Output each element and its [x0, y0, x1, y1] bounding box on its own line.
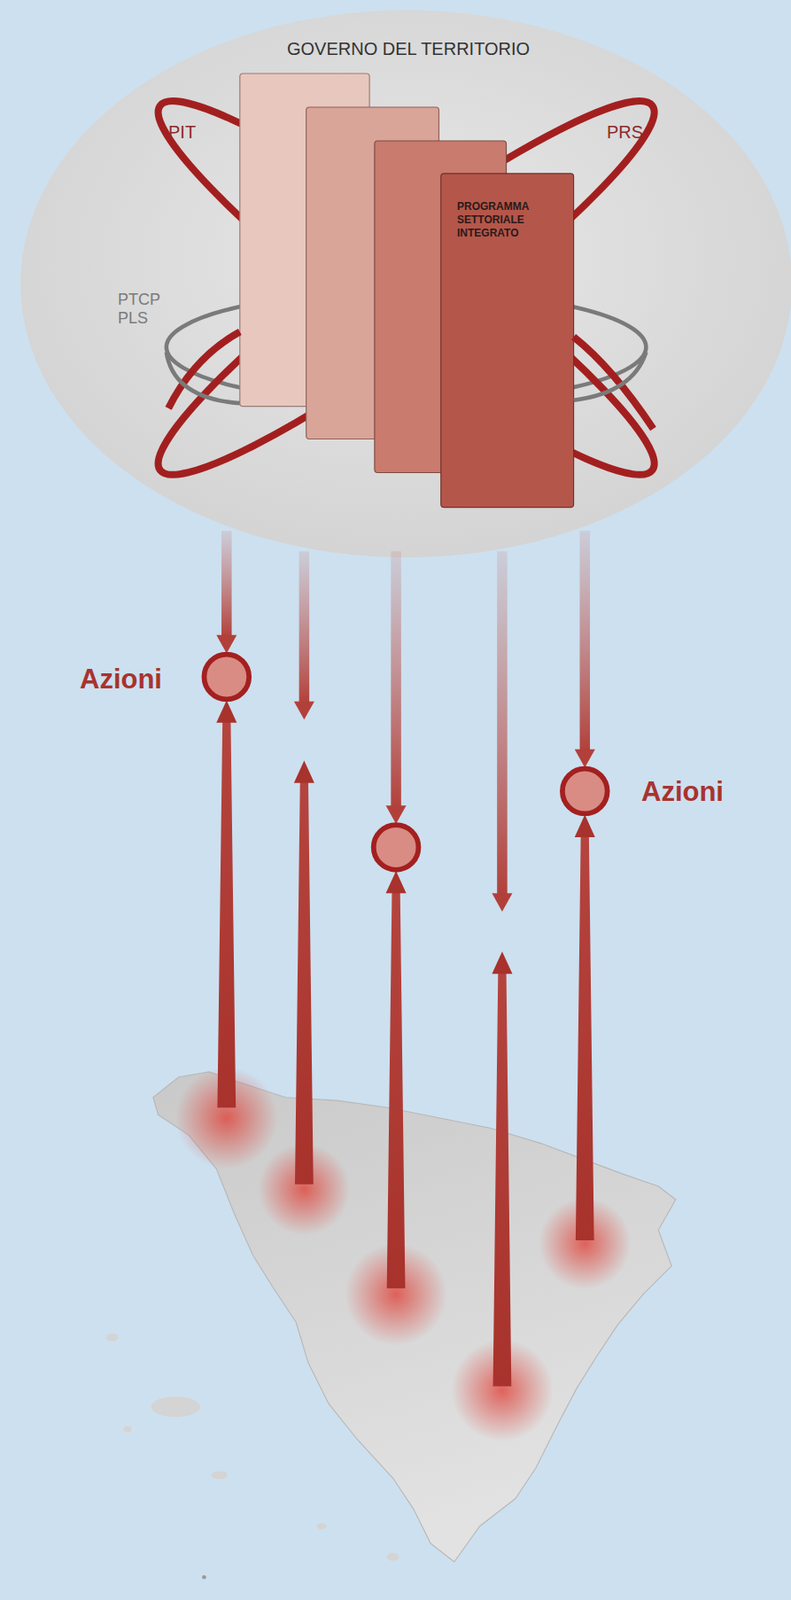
island: [151, 1395, 201, 1417]
action-circle: [203, 654, 249, 700]
island: [201, 1574, 207, 1580]
down-arrow-head: [574, 749, 596, 768]
plan-title: PROGRAMMA SETTORIALE INTEGRATO: [457, 200, 559, 241]
plan-label: PRS: [606, 122, 644, 143]
down-arrow-head: [491, 892, 512, 912]
island: [106, 1333, 119, 1342]
down-arrow-head: [386, 805, 407, 824]
down-arrow-head: [294, 701, 315, 721]
up-arrow-head: [574, 814, 596, 838]
island: [123, 1426, 132, 1433]
up-arrow-head: [491, 951, 512, 974]
down-arrow-shaft: [496, 550, 508, 895]
plan-sheet: [441, 173, 574, 508]
plan-label: PIT: [168, 122, 196, 143]
plan-box: PROGRAMMA SETTORIALE INTEGRATO: [441, 173, 574, 508]
territory-ellipse: [20, 10, 791, 559]
island: [316, 1522, 327, 1529]
up-arrow-head: [216, 699, 237, 722]
up-arrow-head: [294, 759, 315, 783]
plan-label: PTCP PLS: [117, 290, 164, 327]
down-arrow-shaft: [221, 530, 233, 637]
up-arrow-shaft: [493, 971, 512, 1387]
action-circle: [562, 768, 608, 815]
down-arrow-shaft: [580, 530, 591, 752]
diagram-title: GOVERNO DEL TERRITORIO: [286, 38, 530, 60]
grey-orbit-front: [166, 352, 241, 404]
up-arrow-shaft: [294, 781, 314, 1185]
up-arrow-shaft: [387, 891, 406, 1288]
down-arrow-head: [216, 635, 237, 654]
grey-orbit-front: [573, 352, 647, 401]
down-arrow-shaft: [299, 550, 311, 704]
action-label: Azioni: [641, 775, 724, 808]
island: [387, 1552, 400, 1561]
up-arrow-shaft: [575, 835, 595, 1241]
down-arrow-shaft: [390, 550, 402, 807]
red-orbit: [129, 64, 683, 512]
red-orbit-front: [573, 336, 654, 429]
red-orbit: [129, 64, 683, 512]
action-label: Azioni: [79, 663, 163, 696]
island: [211, 1470, 228, 1479]
up-arrow-head: [386, 870, 407, 893]
up-arrow-shaft: [217, 721, 236, 1109]
action-circle: [373, 824, 419, 870]
